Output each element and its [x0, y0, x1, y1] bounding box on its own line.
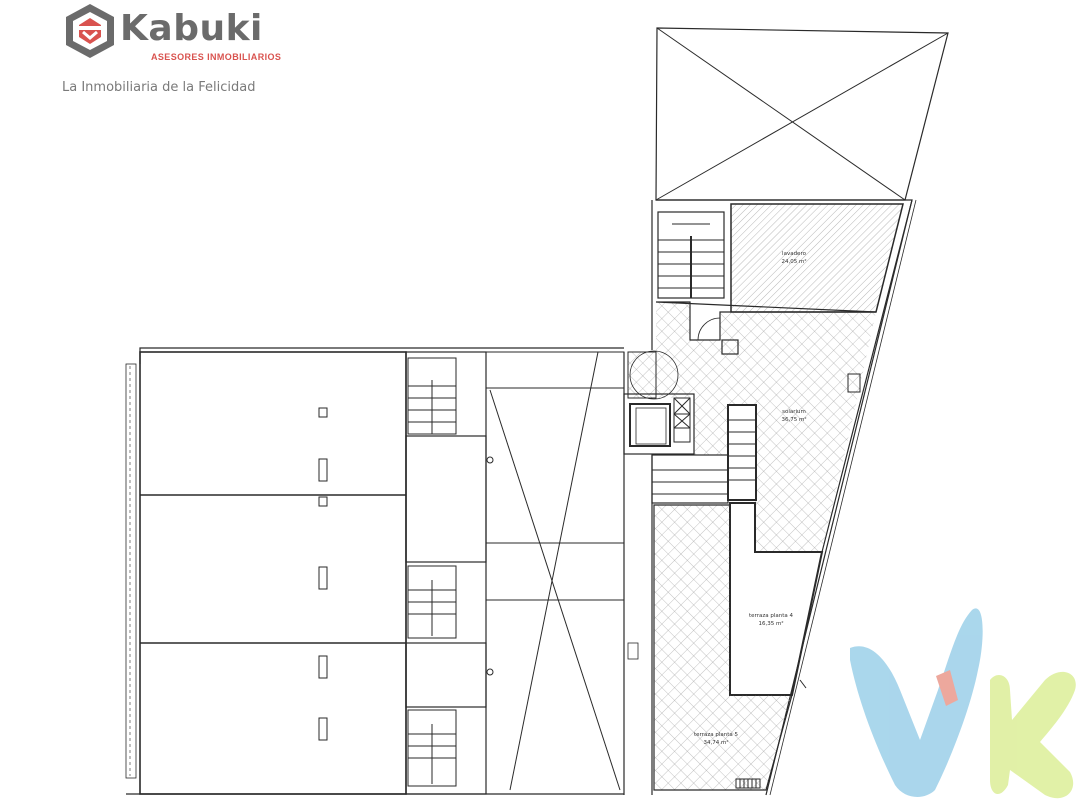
brand-tagline: La Inmobiliaria de la Felicidad [62, 80, 256, 95]
middle-strip [405, 351, 494, 795]
terraza-planta-5-area [653, 373, 861, 791]
room-label-solarium-area: 36,75 m² [781, 416, 806, 423]
kabuki-logo-icon [66, 4, 114, 58]
room-label-lavadero-area: 24,05 m² [781, 258, 806, 265]
room-labels: lavadero 24,05 m² solarium 36,75 m² terr… [694, 251, 807, 746]
lavadero-area [730, 203, 904, 313]
solarium-area [627, 301, 877, 552]
courtyard-void [485, 351, 625, 795]
brand-subtitle: ASESORES INMOBILIARIOS [151, 52, 282, 62]
room-label-solarium-name: solarium [782, 409, 806, 415]
elevator-core [623, 393, 695, 455]
room-label-lavadero-name: lavadero [782, 251, 807, 257]
room-label-terraza5-area: 34,74 m² [703, 739, 728, 746]
roof-void [655, 27, 949, 201]
room-label-terraza5-name: terraza planta 5 [694, 732, 738, 738]
vk-watermark-icon [850, 608, 1076, 799]
room-label-terraza4-name: terraza planta 4 [749, 613, 793, 619]
stair-upper [657, 211, 725, 299]
corridor-walls [623, 352, 653, 795]
room-label-terraza4-area: 16,35 m² [758, 620, 783, 627]
brand-name: Kabuki [120, 8, 263, 49]
